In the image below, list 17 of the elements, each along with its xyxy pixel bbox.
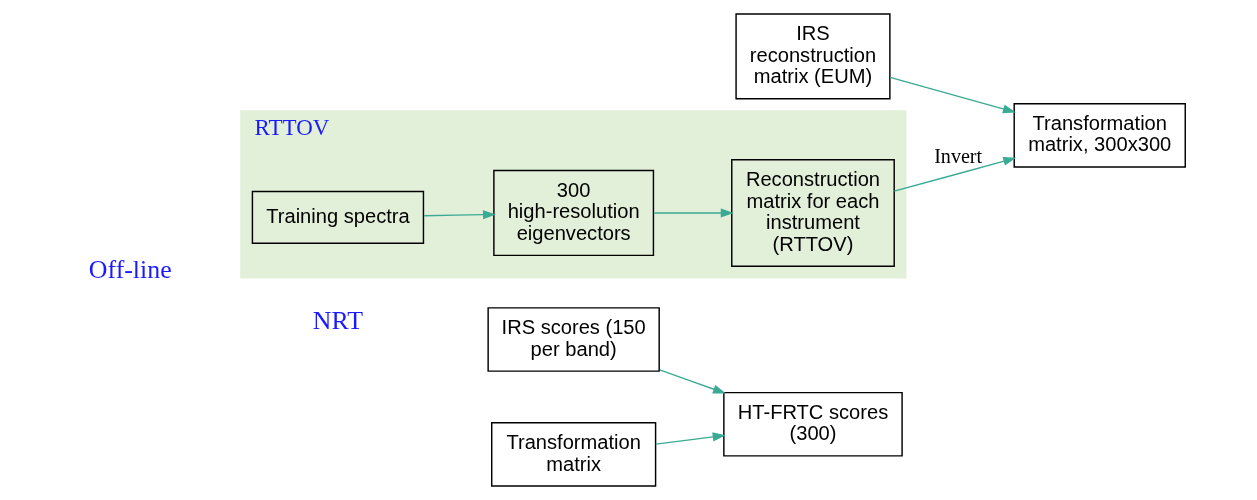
arrow	[888, 76, 1016, 114]
node-box: Reconstruction matrix for each instrument (RTTOV)	[730, 159, 895, 267]
arrow	[658, 369, 726, 394]
arrow	[893, 156, 1016, 192]
label: Off-line	[88, 255, 172, 285]
node-box: Transformation matrix	[490, 422, 656, 487]
arrow	[654, 432, 726, 445]
node-box: Training spectra	[251, 190, 424, 244]
node-box: 300 high-resolution eigenvectors	[492, 169, 654, 257]
edge-label: Invert	[933, 144, 982, 167]
arrow	[652, 208, 734, 218]
label: NRT	[312, 305, 363, 335]
node-box: IRS scores (150 per band)	[486, 307, 660, 372]
node-box: IRS reconstruction matrix (EUM)	[734, 13, 891, 100]
node-box: HT-FRTC scores (300)	[722, 391, 903, 457]
node-box: Transformation matrix, 300x300	[1013, 103, 1186, 168]
arrow	[422, 210, 496, 220]
